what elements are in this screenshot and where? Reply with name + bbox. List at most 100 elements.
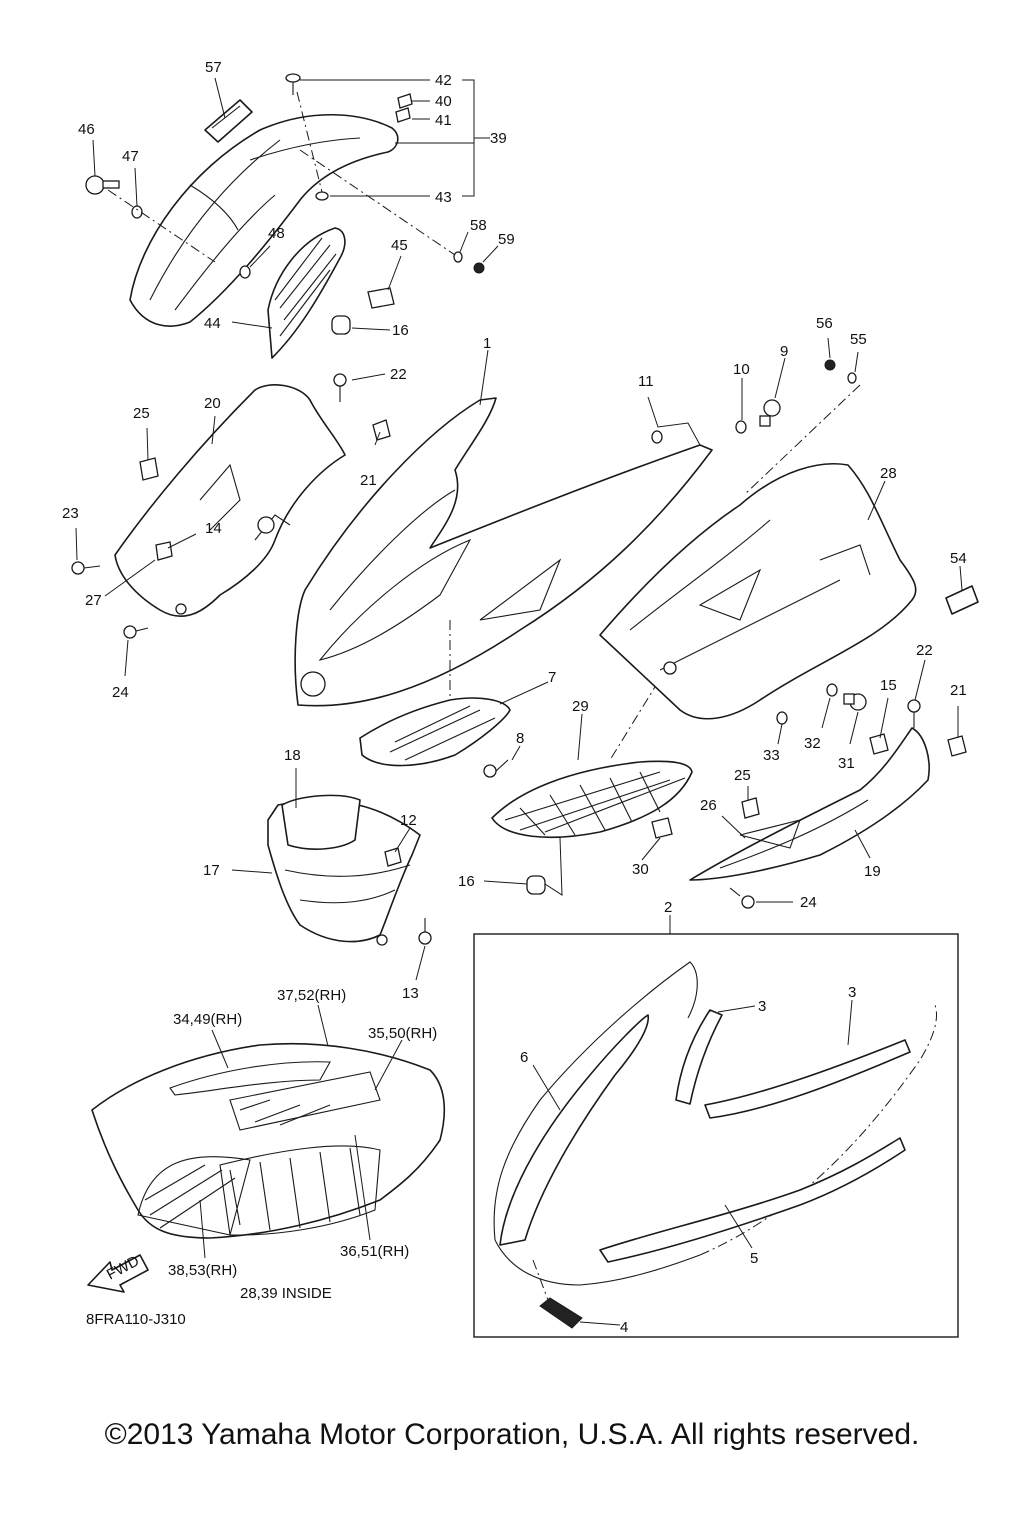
callout-10: 10 [733,361,750,378]
callout-7: 7 [548,669,556,686]
part-8-screw [483,759,509,778]
part-40-41-clips [395,93,413,123]
callout-19: 19 [864,863,881,880]
part-22-bolt-right [907,699,921,728]
callout-57: 57 [205,59,222,76]
part-25-clip-right [741,797,760,819]
callout-9: 9 [780,343,788,360]
part-7-grille [359,697,511,767]
callout-16a: 16 [392,322,409,339]
callout-24a: 24 [112,684,129,701]
part-19-inner-panel [689,727,930,881]
part-25-clip [139,457,159,481]
part-39-front-cowl [129,113,399,327]
callout-33: 33 [763,747,780,764]
callout-16b: 16 [458,873,475,890]
callout-15: 15 [880,677,897,694]
part-42-screw [285,73,301,95]
callout-42: 42 [435,72,452,89]
callout-39: 39 [490,130,507,147]
part-31-bolt [843,693,867,711]
callout-17: 17 [203,862,220,879]
part-18-windshield [281,794,361,850]
part-12-nut [384,847,402,867]
part-24-bolt-right [729,887,755,909]
callout-55: 55 [850,331,867,348]
leader-dash [107,189,216,263]
callout-11: 11 [638,373,654,390]
callout-41: 41 [435,112,452,129]
callout-20: 20 [204,395,221,412]
callout-25a: 25 [133,405,150,422]
diagram-code: 8FRA110-J310 [86,1311,186,1328]
callout-38: 38,53(RH) [168,1262,237,1279]
callout-22b: 22 [916,642,933,659]
callout-12: 12 [400,812,417,829]
callout-59: 59 [498,231,515,248]
part-55-washer [847,372,857,384]
callout-47: 47 [122,148,139,165]
part-28-under-cowl [599,462,917,720]
callout-labels: 1 2 3 3 4 5 6 7 8 9 10 11 12 13 14 15 16… [62,59,967,1336]
callout-14: 14 [205,520,222,537]
leader-dash [532,1259,549,1301]
part-5-stripe [599,1137,906,1263]
part-4-emblem [539,1297,583,1329]
part-56-nut [824,359,836,371]
part-2-decal-shell [493,961,937,1286]
part-57-reflector [204,99,253,143]
part-9-bolt [759,399,781,427]
callout-44: 44 [204,315,221,332]
callout-32: 32 [804,735,821,752]
leader-dash [296,91,323,193]
part-3-stripe-a [675,1009,723,1105]
part-29-grille [491,760,693,839]
part-22-bolt [333,373,347,402]
part-59-nut [473,262,485,274]
callout-25b: 25 [734,767,751,784]
callout-58: 58 [470,217,487,234]
part-43-washer [315,191,329,201]
part-15-clip [869,733,889,755]
leader-dash [743,384,861,496]
part-47-washer [131,205,143,219]
part-46-bolt [85,175,120,195]
callout-36: 36,51(RH) [340,1243,409,1260]
callout-27: 27 [85,592,102,609]
part-16-grommet [331,315,351,335]
callout-34: 34,49(RH) [173,1011,242,1028]
callout-6: 6 [520,1049,528,1066]
part-3-stripe-b [704,1039,911,1119]
callout-28: 28 [880,465,897,482]
callout-30: 30 [632,861,649,878]
callout-45: 45 [391,237,408,254]
callout-43: 43 [435,189,452,206]
part-6-stripe [499,1014,650,1246]
part-20-inner-panel [114,384,346,617]
part-14-clip [155,541,173,561]
part-32-washer [826,683,838,697]
callout-21b: 21 [950,682,967,699]
callout-1: 1 [483,335,491,352]
leader-lines [75,77,963,1326]
callout-40: 40 [435,93,452,110]
callout-3a: 3 [758,998,766,1015]
part-16-grommet-lower [526,875,546,895]
callout-29: 29 [572,698,589,715]
part-23-screw [71,561,101,575]
callout-22a: 22 [390,366,407,383]
fwd-arrow: FWD [87,1252,149,1293]
callout-24b: 24 [800,894,817,911]
callout-35: 35,50(RH) [368,1025,437,1042]
callout-31: 31 [838,755,855,772]
callout-56: 56 [816,315,833,332]
part-2-box [473,933,959,1338]
callout-3b: 3 [848,984,856,1001]
part-45-clip [367,287,395,309]
part-10-washer [735,420,747,434]
callout-4: 4 [620,1319,628,1336]
callout-2: 2 [664,899,672,916]
inside-note: 28,39 INSIDE [240,1285,332,1302]
callout-54: 54 [950,550,967,567]
